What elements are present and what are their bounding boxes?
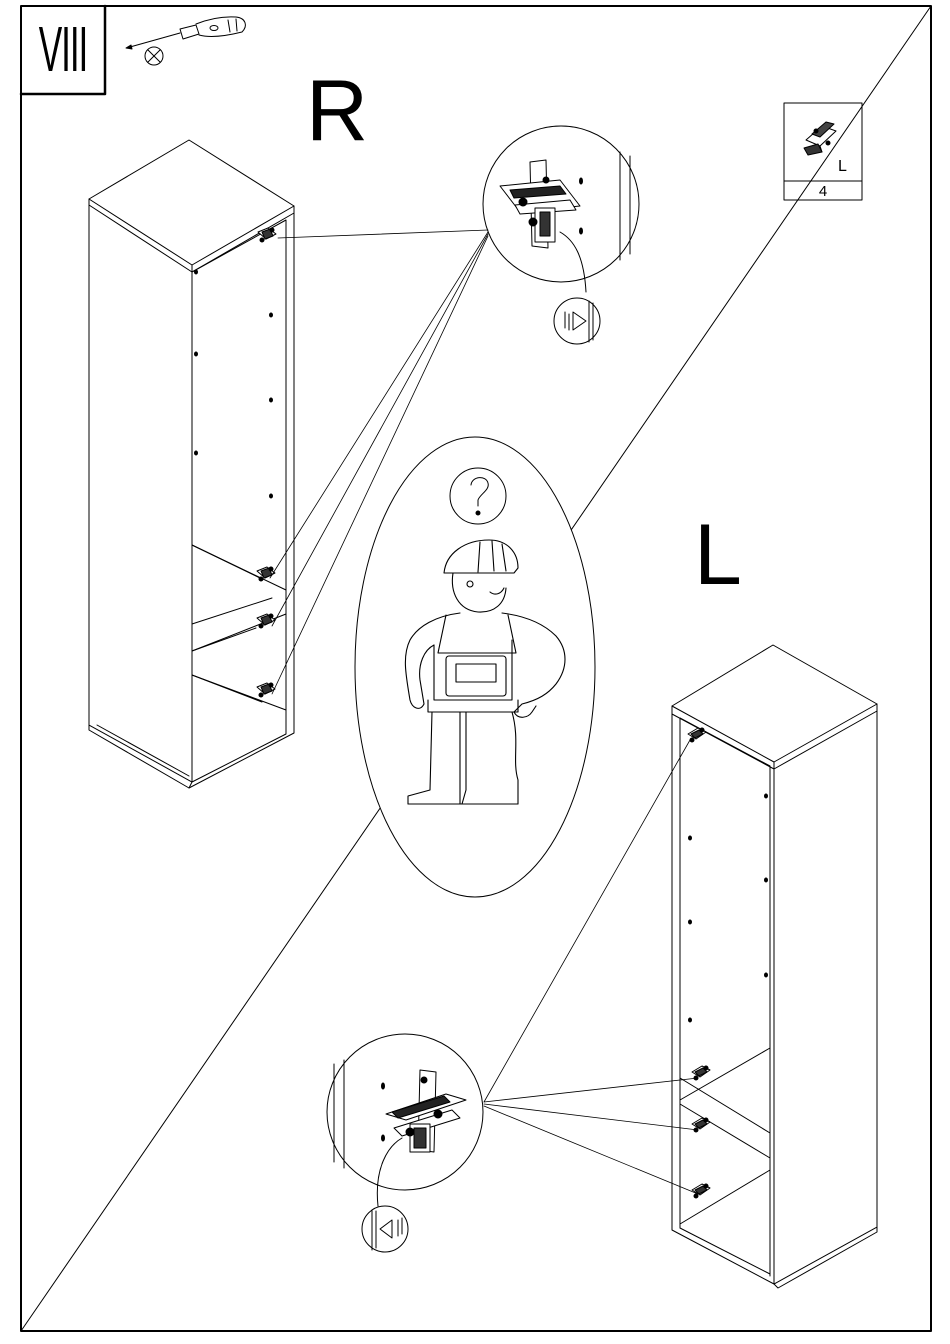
step-number: VIII bbox=[40, 6, 85, 92]
hinge-part-icon bbox=[804, 122, 836, 155]
cabinet-left-holes bbox=[688, 794, 768, 1023]
push-direction-icon bbox=[362, 1206, 408, 1252]
part-quantity: 4 bbox=[784, 183, 862, 200]
cabinet-right-hinges bbox=[257, 228, 276, 697]
phillips-head-icon bbox=[145, 47, 163, 65]
left-side-label: L bbox=[694, 512, 742, 598]
help-oval bbox=[355, 437, 595, 897]
hinge-detail-icon bbox=[327, 1034, 483, 1206]
push-direction-icon bbox=[554, 298, 600, 344]
cabinet-left-hinges bbox=[688, 728, 710, 1198]
screwdriver-icon bbox=[126, 17, 245, 49]
part-side-label: L bbox=[838, 158, 847, 176]
right-side-label: R bbox=[306, 68, 368, 154]
cabinet-right-holes bbox=[194, 270, 273, 499]
hinge-detail-icon bbox=[483, 126, 639, 292]
